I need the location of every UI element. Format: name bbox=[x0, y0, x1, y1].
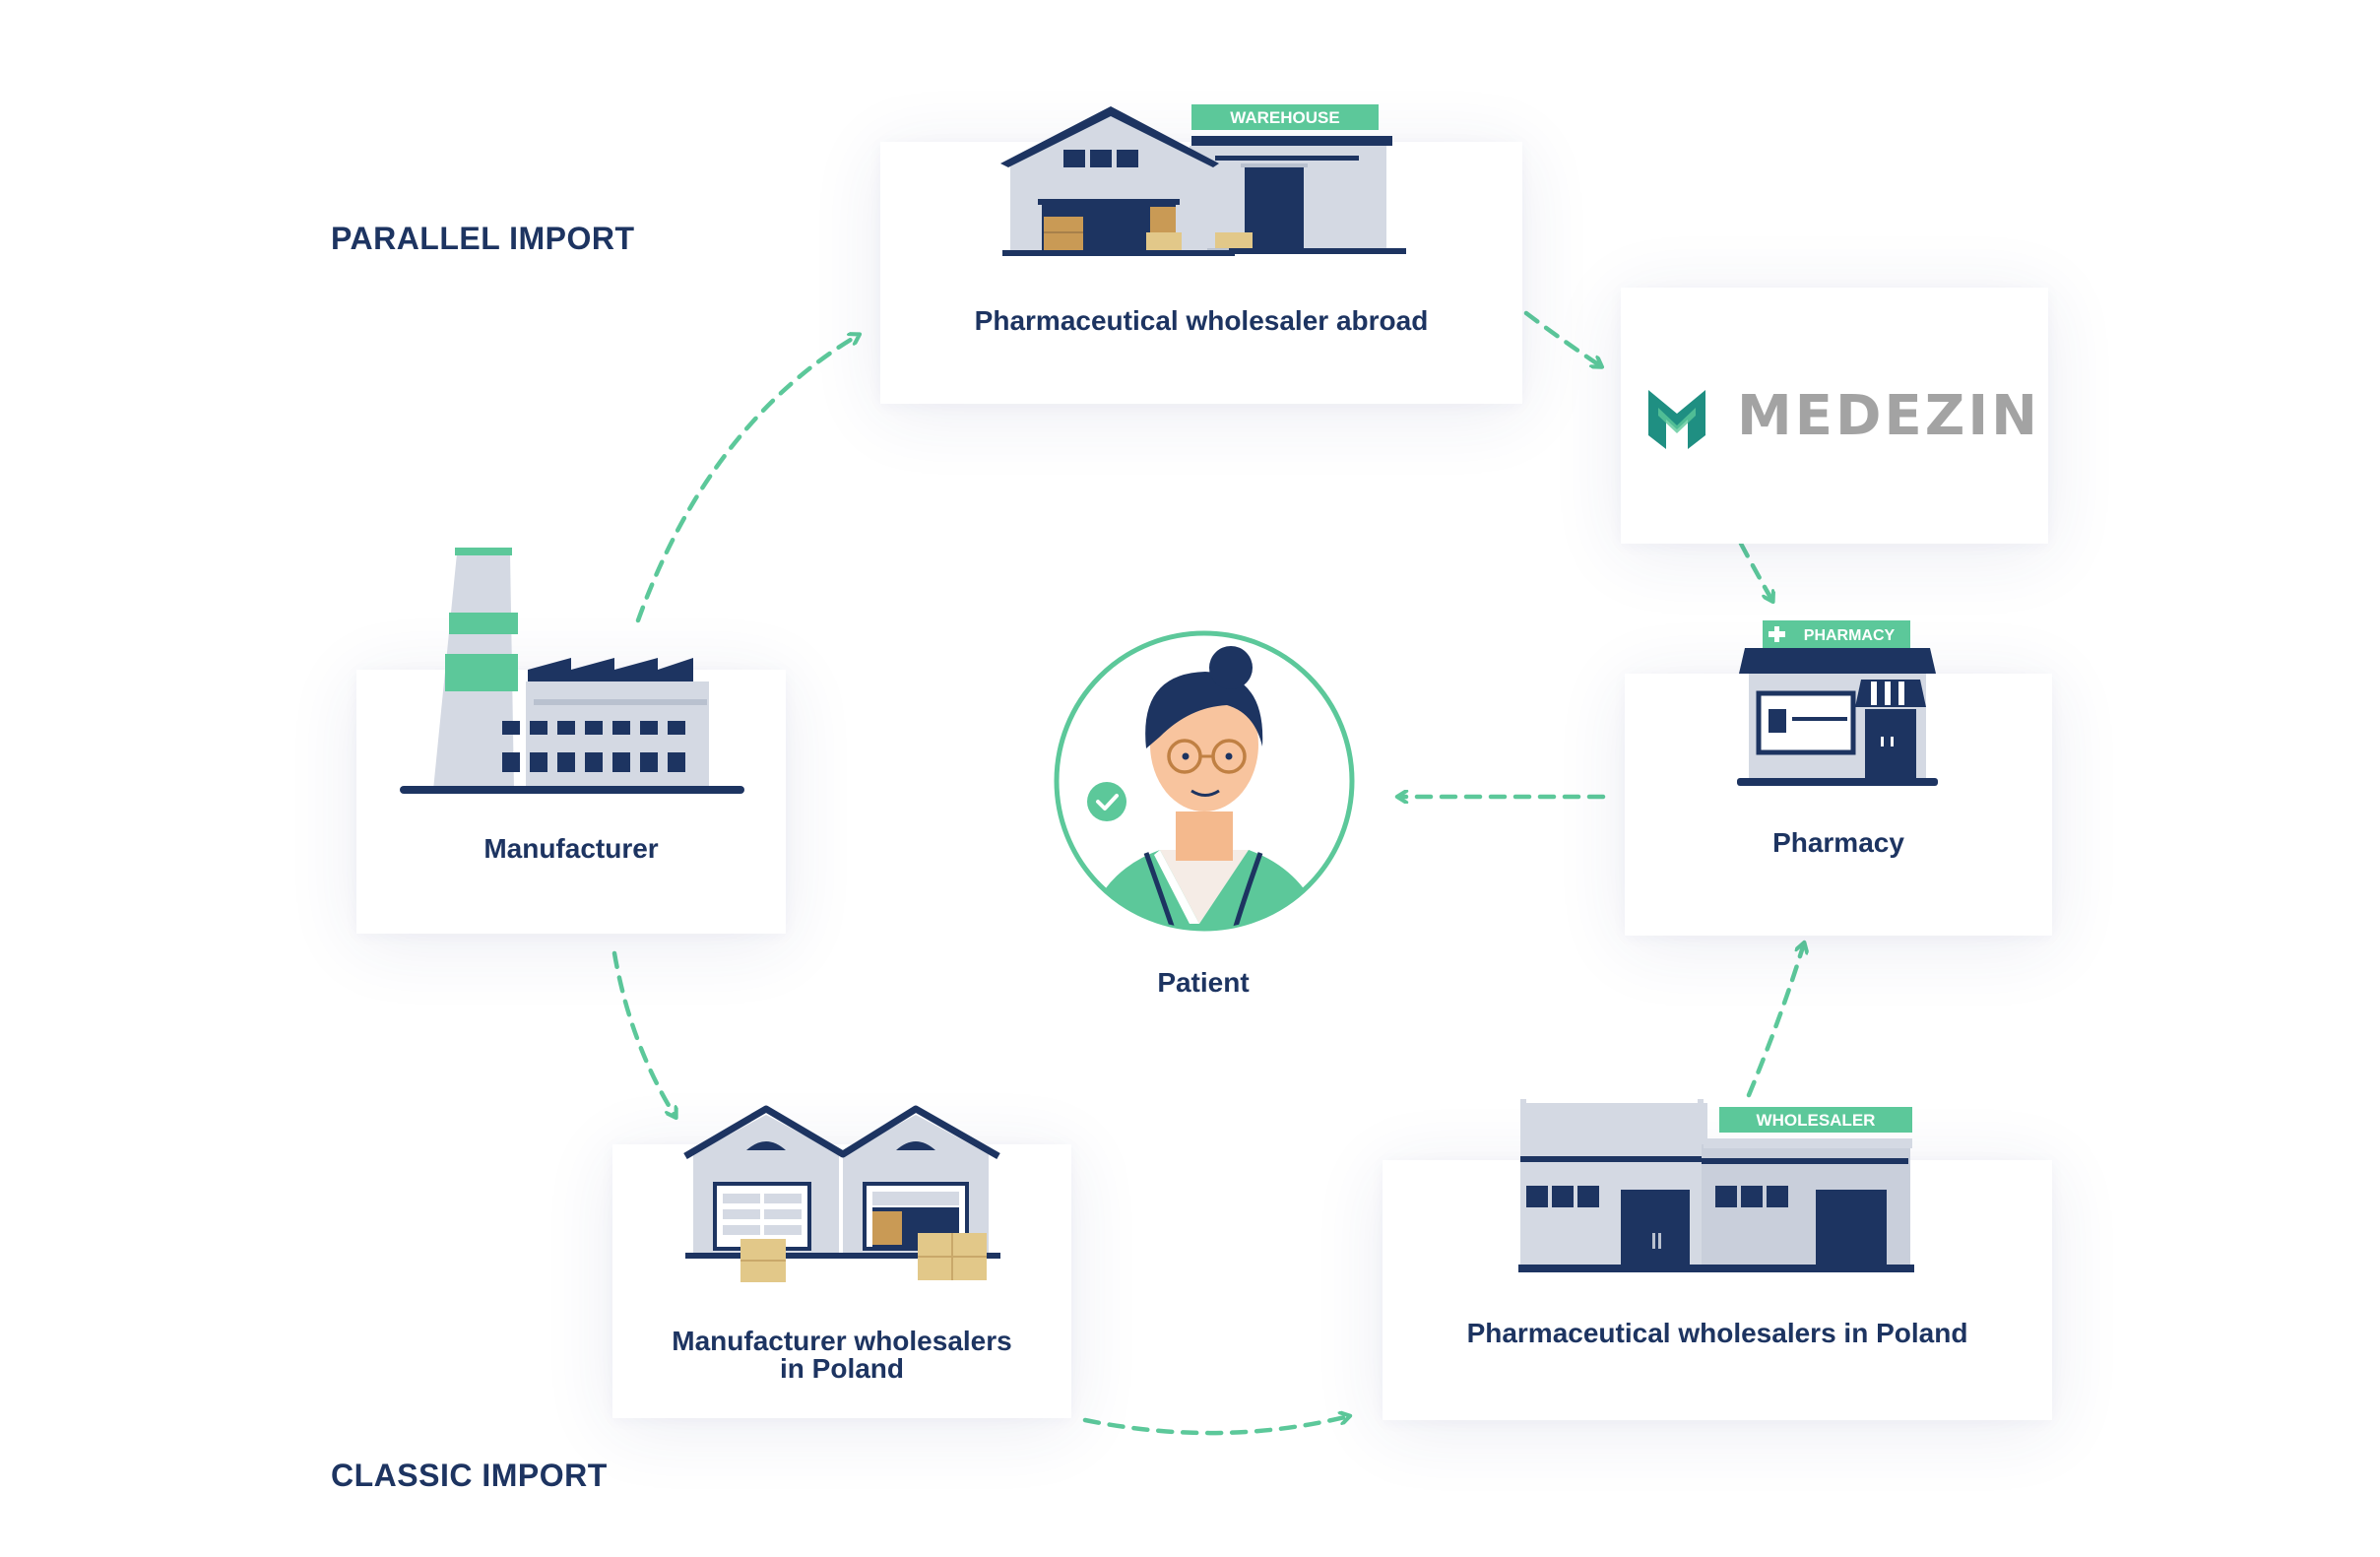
pharmacy-sign-text: PHARMACY bbox=[1804, 627, 1896, 644]
wholesaler-abroad-label: Pharmaceutical wholesaler abroad bbox=[974, 305, 1429, 336]
wholesaler-building-icon: WHOLESALER bbox=[1518, 1099, 1914, 1272]
manufacturer-label: Manufacturer bbox=[483, 833, 659, 864]
mfr-wholesalers-label-line1: Manufacturer wholesalers bbox=[672, 1326, 1012, 1356]
patient-label: Patient bbox=[1157, 967, 1250, 998]
medezin-logo-icon bbox=[1648, 390, 1705, 449]
warehouse-icon: WAREHOUSE bbox=[1000, 104, 1406, 256]
pharmacy-store-icon: PHARMACY bbox=[1737, 620, 1938, 786]
classic-import-label: CLASSIC IMPORT bbox=[331, 1458, 608, 1493]
arrow-manufacturer-to-mfr-wholesalers bbox=[611, 950, 675, 1117]
arrow-manufacturer-to-abroad bbox=[635, 335, 859, 623]
factory-icon bbox=[400, 548, 744, 794]
arrow-mfr-wholesalers-to-pl-wholesalers bbox=[1082, 1416, 1349, 1436]
card-medezin: MEDEZIN bbox=[1621, 288, 2048, 544]
pharmacy-label: Pharmacy bbox=[1772, 827, 1904, 858]
card-manufacturer-wholesalers: Manufacturer wholesalers in Poland bbox=[612, 1144, 1071, 1418]
medezin-logo-text: MEDEZIN bbox=[1737, 384, 2041, 448]
wholesaler-sign-text: WHOLESALER bbox=[1757, 1111, 1876, 1130]
patient-avatar bbox=[1054, 630, 1355, 932]
arrow-medezin-to-pharmacy bbox=[1738, 541, 1772, 601]
arrow-pl-wholesalers-to-pharmacy bbox=[1746, 943, 1804, 1098]
warehouse-sign-text: WAREHOUSE bbox=[1230, 108, 1339, 127]
pharma-wholesalers-poland-label: Pharmaceutical wholesalers in Poland bbox=[1466, 1318, 1968, 1348]
parallel-import-label: PARALLEL IMPORT bbox=[331, 221, 635, 256]
mfr-wholesalers-label-line2: in Poland bbox=[780, 1353, 904, 1384]
twin-warehouse-icon bbox=[683, 1105, 1000, 1282]
arrow-abroad-to-medezin bbox=[1523, 310, 1601, 366]
